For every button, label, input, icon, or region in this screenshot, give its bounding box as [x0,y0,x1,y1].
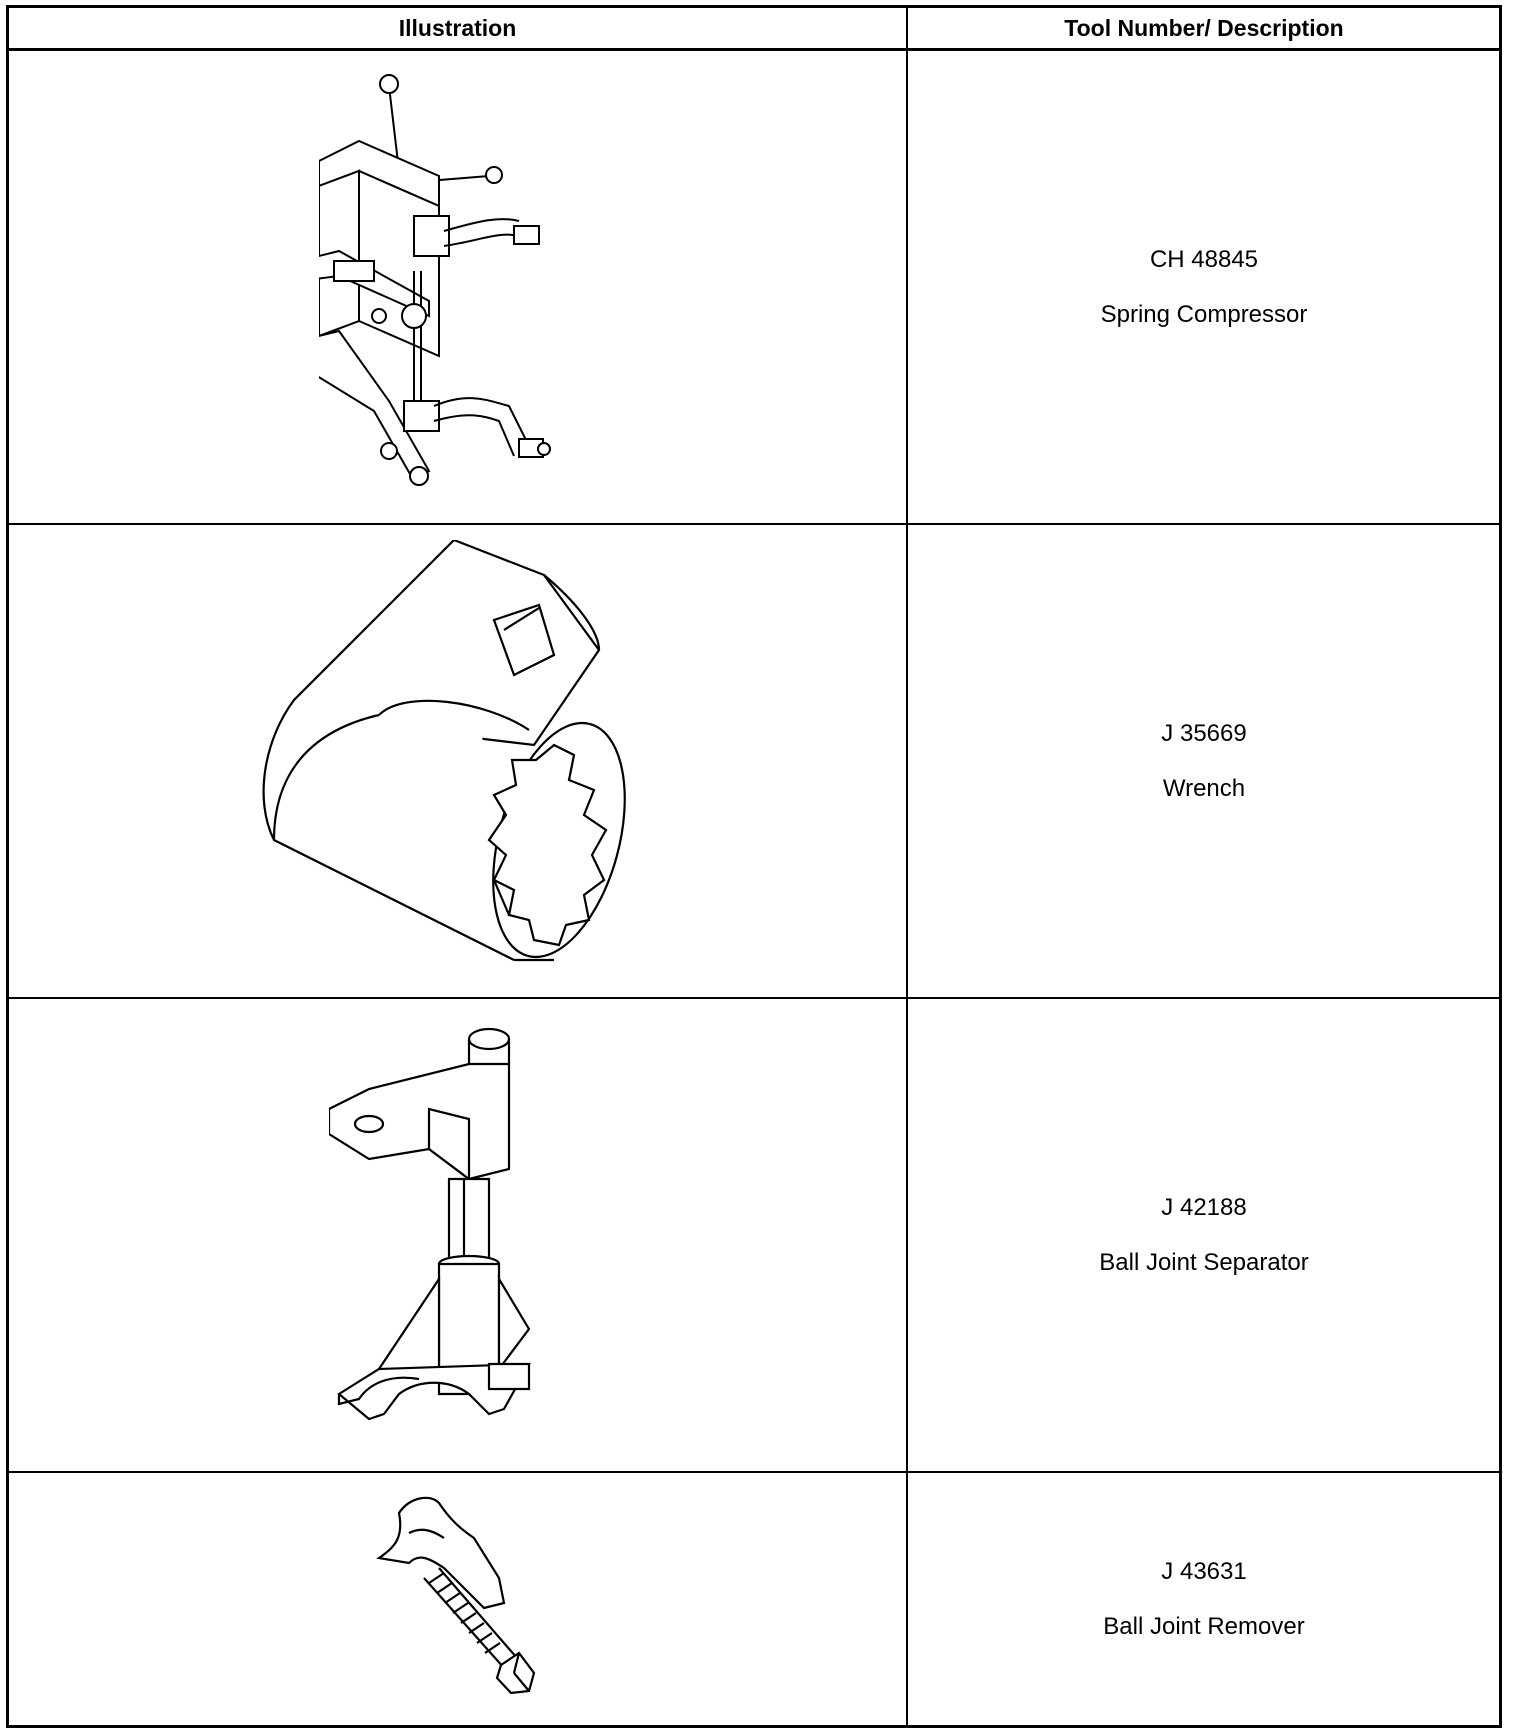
table-row: J 43631 Ball Joint Remover [9,1473,1499,1725]
spring-compressor-icon [319,71,609,501]
header-illustration: Illustration [398,15,517,41]
tool-number: J 43631 [1161,1557,1247,1585]
illustration-cell [9,999,906,1471]
tool-number: J 35669 [1161,719,1247,747]
wrench-icon [254,540,654,985]
tool-description: Ball Joint Separator [1099,1248,1309,1276]
tool-description: Spring Compressor [1100,300,1308,328]
table-header: Illustration Tool Number/ Description [9,8,1499,51]
tool-description-cell: CH 48845 Spring Compressor [908,51,1500,523]
illustration-cell [9,1473,906,1725]
table-row: CH 48845 Spring Compressor [9,51,1499,525]
tool-number: J 42188 [1161,1193,1247,1221]
tool-description-cell: J 42188 Ball Joint Separator [908,999,1500,1471]
table-row: J 42188 Ball Joint Separator [9,999,1499,1473]
column-divider [906,8,908,1725]
tool-description: Wrench [1162,774,1246,802]
illustration-cell [9,51,906,523]
tool-description: Ball Joint Remover [1103,1612,1305,1640]
ball-joint-separator-icon [329,1019,589,1459]
table-row: J 35669 Wrench [9,525,1499,999]
illustration-cell [9,525,906,997]
ball-joint-remover-icon [369,1493,549,1703]
header-tool-description: Tool Number/ Description [1064,15,1344,41]
tools-table: Illustration Tool Number/ Description [6,5,1502,1728]
tool-number: CH 48845 [1149,245,1259,273]
tool-description-cell: J 35669 Wrench [908,525,1500,997]
tool-description-cell: J 43631 Ball Joint Remover [908,1473,1500,1725]
